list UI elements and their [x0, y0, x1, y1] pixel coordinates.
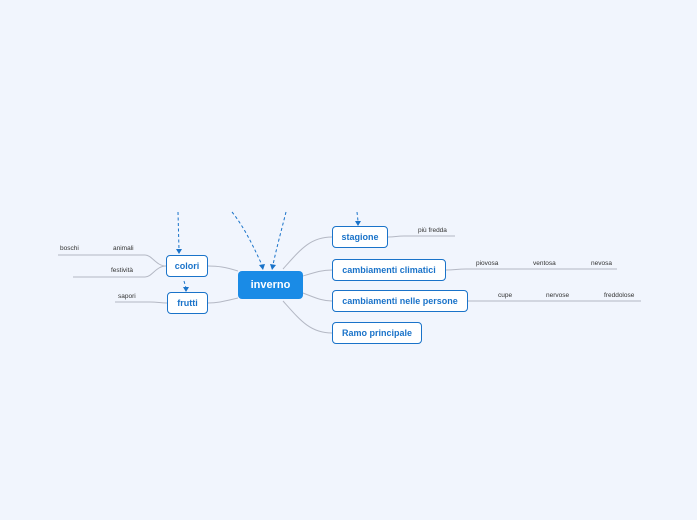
relation-line: [272, 211, 287, 266]
connector-sub-colori-top: [58, 254, 167, 267]
node-cambiamenti-persone[interactable]: cambiamenti nelle persone: [332, 290, 468, 312]
node-persone-label: cambiamenti nelle persone: [342, 296, 458, 306]
connector-sub-colori-bottom: [73, 265, 167, 278]
arrowhead-icon: [183, 287, 189, 292]
connector-sub-climatici: [445, 268, 617, 271]
node-ramo-principale[interactable]: Ramo principale: [332, 322, 422, 344]
node-frutti-label: frutti: [177, 298, 198, 308]
leaf-piu-fredda[interactable]: più fredda: [418, 227, 447, 234]
connector-stagione: [282, 236, 333, 270]
leaf-ventosa[interactable]: ventosa: [533, 260, 556, 267]
node-frutti[interactable]: frutti: [167, 292, 208, 314]
connector-persone: [302, 292, 333, 302]
connector-colori: [207, 265, 239, 272]
node-colori[interactable]: colori: [166, 255, 208, 277]
node-ramo-label: Ramo principale: [341, 328, 413, 338]
node-climatici-label: cambiamenti climatici: [342, 265, 436, 275]
node-stagione[interactable]: stagione: [332, 226, 388, 248]
connector-frutti: [207, 297, 239, 304]
central-topic-label: inverno: [250, 279, 291, 291]
connector-climatici: [302, 269, 333, 277]
node-cambiamenti-climatici[interactable]: cambiamenti climatici: [332, 259, 446, 281]
node-colori-label: colori: [174, 261, 200, 271]
leaf-cupe[interactable]: cupe: [498, 292, 513, 299]
leaf-nevosa[interactable]: nevosa: [591, 260, 612, 267]
relation-line: [356, 211, 359, 222]
arrowhead-icon: [259, 264, 265, 270]
connector-sub-frutti: [115, 301, 168, 304]
leaf-animali[interactable]: animali: [113, 245, 134, 252]
leaf-festivita[interactable]: festività: [111, 267, 134, 274]
arrowhead-icon: [176, 249, 182, 254]
leaf-sapori[interactable]: sapori: [118, 293, 136, 300]
relation-line: [183, 280, 187, 289]
connector-ramo: [282, 300, 333, 334]
leaf-piovosa[interactable]: piovosa: [476, 260, 499, 267]
arrowhead-icon: [270, 264, 276, 270]
leaf-nervose[interactable]: nervose: [546, 292, 570, 299]
central-topic[interactable]: inverno: [238, 271, 303, 299]
node-stagione-label: stagione: [341, 232, 379, 242]
relation-line: [231, 211, 263, 266]
leaf-boschi[interactable]: boschi: [60, 245, 79, 252]
leaf-freddolose[interactable]: freddolose: [604, 292, 635, 299]
arrowhead-icon: [355, 221, 361, 226]
connector-sub-stagione: [387, 235, 455, 238]
relation-line: [177, 211, 180, 251]
